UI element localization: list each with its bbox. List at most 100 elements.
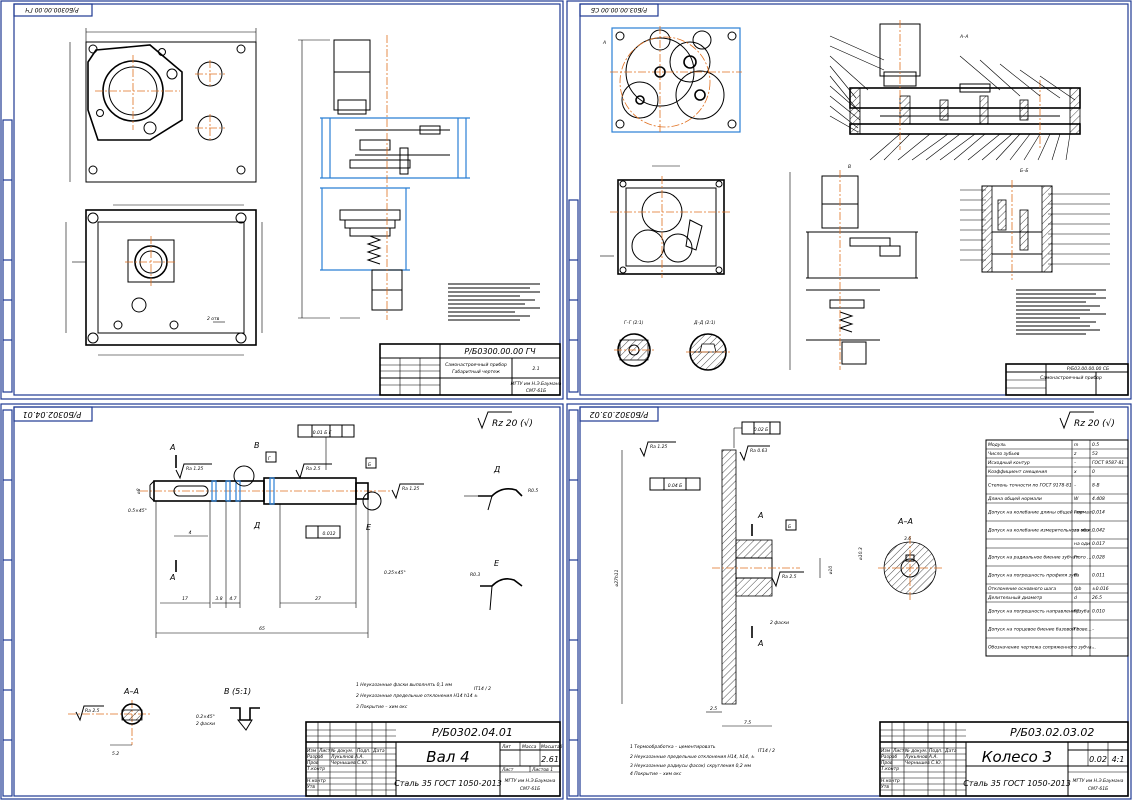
bl-label-a-bottom: А xyxy=(169,573,175,582)
br-tb-data: Дата xyxy=(944,748,957,754)
br-note-3: 3 Неуказанные радиусы фасок) скругления … xyxy=(630,763,752,769)
param-value: 4.408 xyxy=(1092,496,1105,502)
param-name: Делительный диаметр xyxy=(987,595,1042,601)
br-tb-prov-name: Чернышев С.Ю. xyxy=(905,760,942,766)
bl-shaft: Ra 1.25 Ra 2.5 Ra 1.25 А А В Г Б Д Е 0.0… xyxy=(128,441,424,638)
param-name: Коэффициент смещения xyxy=(988,469,1047,475)
tl-title-name1: Самонастроечный прибор xyxy=(445,362,507,368)
tr-view-b xyxy=(600,165,730,278)
code-box-tr: Р/Б03.00.00.00 СБ xyxy=(579,3,659,17)
bl-tb-razrab: Разраб xyxy=(307,754,323,760)
param-name: Допуск на колебание измерительного меж… xyxy=(987,528,1095,534)
bl-title-name: Вал 4 xyxy=(426,748,469,766)
bl-note-2: 2 Неуказанные предельные отклонения H14 … xyxy=(356,693,478,699)
bl-label-v: В xyxy=(254,441,260,450)
bl-label-g: Г xyxy=(268,456,271,462)
bl-tb-podp: Подп. xyxy=(357,748,371,754)
tr-section-aa: А–А xyxy=(829,20,1081,161)
param-symbol: – xyxy=(1074,484,1077,489)
param-value: 53 xyxy=(1092,451,1098,457)
tr-section-d: Д–Д (2:1) xyxy=(686,320,730,371)
bl-label-b: Б xyxy=(368,462,371,468)
param-symbol: Ft xyxy=(1074,627,1079,633)
br-ra1: Ra 1.25 xyxy=(650,444,667,450)
tr-section-b-title: Б–Б xyxy=(1020,168,1028,174)
bl-detail-e: Е R0.3 xyxy=(470,559,523,611)
sheet-top-right xyxy=(566,0,1132,400)
code-box-br: Р/Б0302.03.02 xyxy=(579,406,659,422)
br-tb-prov: Пров xyxy=(881,760,893,766)
bl-tb-izm: Изм xyxy=(307,748,317,754)
bl-label-d: Д xyxy=(253,521,260,530)
bl-roughness: Rz 20 (√) xyxy=(477,411,533,430)
param-name: Исходный контур xyxy=(988,460,1030,466)
param-symbol: на оди xyxy=(1074,542,1090,547)
bl-dim-ch2: 0.25×45° xyxy=(384,570,406,576)
br-title-org: МГТУ им Н.Э.Баумана xyxy=(1073,778,1124,784)
bl-dim-17: 17 xyxy=(182,596,188,602)
param-symbol: fpb xyxy=(1074,586,1081,592)
param-value: 0.028 xyxy=(1092,555,1105,561)
tr-spec-lines xyxy=(1016,289,1106,335)
param-value: 0.014 xyxy=(1092,510,1105,516)
param-symbol: m xyxy=(1074,443,1079,448)
br-note-4: 4 Покрытие – хим окс xyxy=(630,771,682,777)
br-tol-top: 0.02 Б xyxy=(733,421,781,448)
br-label-b: Б xyxy=(788,524,791,530)
bl-dim-d8: ⌀8 xyxy=(136,488,142,494)
bl-section-b: В (5:1) 0.2×45° 2 фаски xyxy=(196,687,260,731)
param-symbol: Fβ xyxy=(1074,609,1080,615)
bl-dim-38: 3.8 xyxy=(215,596,222,602)
br-tb-nkontr: Н.контр xyxy=(881,778,900,784)
bl-title-material: Сталь 35 ГОСТ 1050-2013 xyxy=(394,779,502,788)
inner-frame-tl xyxy=(13,3,561,396)
param-value: 0 xyxy=(1092,469,1095,475)
bl-label-a-top: А xyxy=(169,443,175,452)
bl-tb-utv: Утв xyxy=(307,784,315,790)
bl-dim-bw2: 2 фаски xyxy=(196,721,215,727)
br-title-material: Сталь 35 ГОСТ 1050-2013 xyxy=(963,779,1071,788)
param-value: – xyxy=(1092,628,1095,633)
bl-tol-frame: 0.01 Б Г xyxy=(297,424,355,470)
sheet-top-left xyxy=(0,0,564,400)
param-value: 8-B xyxy=(1092,483,1100,489)
tr-front-view: А xyxy=(602,26,742,134)
param-name: Допуск на погрешность направления зуба xyxy=(987,609,1090,615)
tr-section-bb: Б–Б xyxy=(960,168,1110,280)
bl-title-org: МГТУ им Н.Э.Баумана xyxy=(505,778,556,784)
param-name: Степень точности по ГОСТ 9178-81 xyxy=(988,483,1072,489)
param-name: Допуск на торцевое биение базовой пове… xyxy=(987,627,1092,633)
tr-section-g: Г–Г (2:1) xyxy=(614,320,654,367)
br-dim-d10: ⌀10 xyxy=(828,566,834,575)
tr-side-view: В xyxy=(789,164,918,370)
bl-dim-52: 5.2 xyxy=(112,751,119,757)
param-symbol: Fr xyxy=(1074,555,1080,561)
param-value: ±0.016 xyxy=(1092,586,1109,592)
bl-tb-prov: Пров xyxy=(307,760,319,766)
param-value: 26.5 xyxy=(1092,595,1102,601)
param-name: Допуск на погрешность профиля зуба xyxy=(987,573,1079,579)
br-roughness: Rz 20 (√) xyxy=(1059,411,1115,430)
param-name: Допуск на колебание длины общей нормал… xyxy=(987,510,1096,516)
bl-section-aa-title: А–А xyxy=(123,687,139,696)
bl-dim-r03: R0.3 xyxy=(470,572,480,578)
svg-text:2 отв: 2 отв xyxy=(207,316,220,322)
code-rot-bl: Р/Б0302.04.01 xyxy=(23,410,82,419)
bl-dim-4: 4 xyxy=(189,530,192,536)
tr-title-block: Р/Б03.00.00.00 СБ Самонастроечный прибор xyxy=(1005,363,1129,396)
tl-title-code: Р/Б0300.00.00 ГЧ xyxy=(464,347,536,356)
bl-title-group: СМ7-61Б xyxy=(520,786,540,792)
margin-strip-tl xyxy=(2,119,13,393)
bl-tb-list-hdr: Лист xyxy=(501,767,514,773)
tl-title-block: Р/Б0300.00.00 ГЧ Самонастроечный прибор … xyxy=(379,343,562,396)
code-rot-br: Р/Б0302.03.02 xyxy=(590,410,649,419)
br-title-scale: 4:1 xyxy=(1112,755,1125,764)
bl-dim-27: 27 xyxy=(315,596,321,602)
br-ra3: Ra 2.5 xyxy=(782,574,797,580)
tl-title-sheet: 2.1 xyxy=(532,366,539,372)
bl-ra1: Ra 1.25 xyxy=(186,466,203,472)
param-value: 0.017 xyxy=(1092,541,1105,547)
param-symbol: Fvw xyxy=(1074,510,1083,516)
br-label-a-top: А xyxy=(757,511,763,520)
br-note-2: 2 Неуказанные предельные отклонения H14,… xyxy=(630,754,755,760)
